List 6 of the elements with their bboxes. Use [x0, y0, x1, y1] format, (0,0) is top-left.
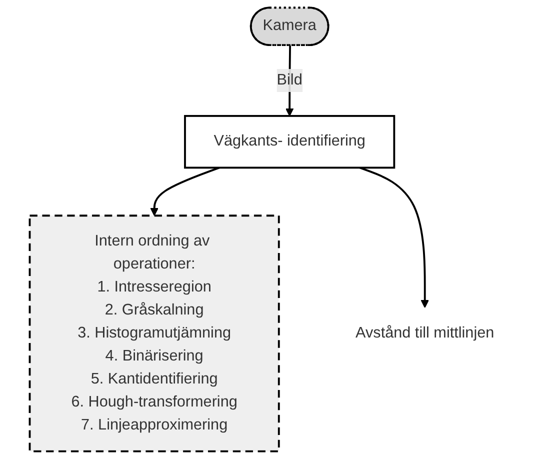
- node-box: Vägkants- identifiering: [184, 115, 395, 169]
- edge-label: Bild: [276, 72, 302, 88]
- node-box: Intern ordning av operationer: 1. Intresseregion 2. Gråskalning 3. Histogramutjämning 4. Binärisering 5. Kantidentifiering 6. Hough-transformering 7. Linjeapproximering: [28, 214, 280, 452]
- arrow: [150, 166, 220, 216]
- arrow: [359, 166, 429, 308]
- node-text: Avstånd till mittlinjen: [355, 324, 494, 342]
